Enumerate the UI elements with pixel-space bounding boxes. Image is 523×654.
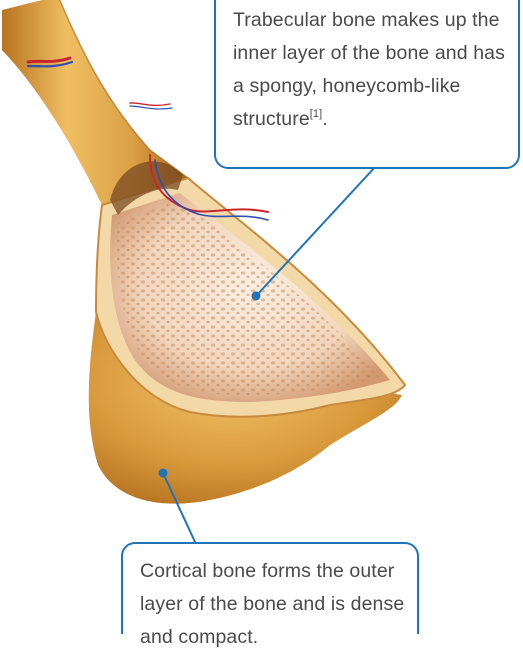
trabecular-callout: Trabecular bone makes up the inner layer… [214,0,520,169]
trabecular-leader-line [256,166,376,296]
cortical-callout: Cortical bone forms the outer layer of t… [121,542,419,634]
trabecular-callout-text: Trabecular bone makes up the inner layer… [233,9,505,130]
cortical-pointer-dot [159,469,168,478]
trabecular-pointer-dot [252,292,261,301]
cortical-callout-text: Cortical bone forms the outer layer of t… [140,560,404,648]
bone-diagram: Trabecular bone makes up the inner layer… [0,0,523,626]
reference-marker[interactable]: [1] [310,108,323,120]
trabecular-callout-period: . [322,108,328,130]
